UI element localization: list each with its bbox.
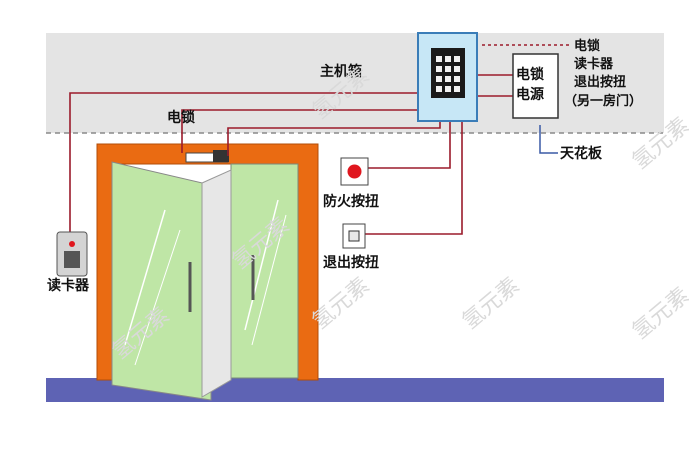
legend-line3: 退出按扭 xyxy=(574,74,626,90)
keypad-key xyxy=(445,56,451,62)
keypad-key xyxy=(445,76,451,82)
keypad-key xyxy=(445,86,451,92)
keypad-key xyxy=(436,66,442,72)
keypad-keys xyxy=(436,56,460,92)
ceiling-pointer xyxy=(539,125,558,154)
card-reader-slot xyxy=(64,251,80,268)
keypad-key xyxy=(454,76,460,82)
glass-reflection xyxy=(244,199,279,331)
wire-exit-button xyxy=(362,122,463,235)
ceiling-band xyxy=(46,33,664,133)
keypad-key xyxy=(454,66,460,72)
glass-reflection xyxy=(251,214,287,346)
legend-line1: 电锁 xyxy=(574,38,600,54)
fire-button-label: 防火按扭 xyxy=(323,193,379,210)
door-edge xyxy=(201,169,232,398)
watermark: 氢元素 xyxy=(628,283,689,345)
card-reader-led xyxy=(69,241,75,247)
wiring xyxy=(69,44,572,235)
keypad-key xyxy=(454,56,460,62)
keypad-key xyxy=(436,76,442,82)
legend-line2: 读卡器 xyxy=(574,56,614,72)
legend-line4: （另一房门） xyxy=(564,93,642,109)
power-label-line1: 电锁 xyxy=(516,66,544,83)
exit-button-icon xyxy=(348,230,360,242)
lock-label: 电锁 xyxy=(167,109,195,126)
main-box-label: 主机箱 xyxy=(320,63,362,80)
ceiling-label: 天花板 xyxy=(560,145,603,162)
glass-reflection xyxy=(134,229,181,366)
keypad-key xyxy=(445,66,451,72)
keypad-key xyxy=(436,86,442,92)
wire-lock-upper xyxy=(227,122,441,156)
power-label-line2: 电源 xyxy=(516,86,544,103)
power-supply xyxy=(512,53,559,119)
door-panel-left xyxy=(111,161,212,401)
fire-button-icon xyxy=(347,164,362,179)
wire-lock-to-box xyxy=(181,109,418,153)
exit-button-label: 退出按扭 xyxy=(323,254,379,271)
watermark: 氢元素 xyxy=(458,273,525,335)
lock-body xyxy=(213,150,229,162)
wire-card-reader xyxy=(69,92,418,232)
keypad-key xyxy=(436,56,442,62)
wire-fire-button xyxy=(355,122,451,169)
glass-reflection xyxy=(124,209,166,346)
keypad-key xyxy=(454,86,460,92)
card-reader-label: 读卡器 xyxy=(47,277,90,294)
